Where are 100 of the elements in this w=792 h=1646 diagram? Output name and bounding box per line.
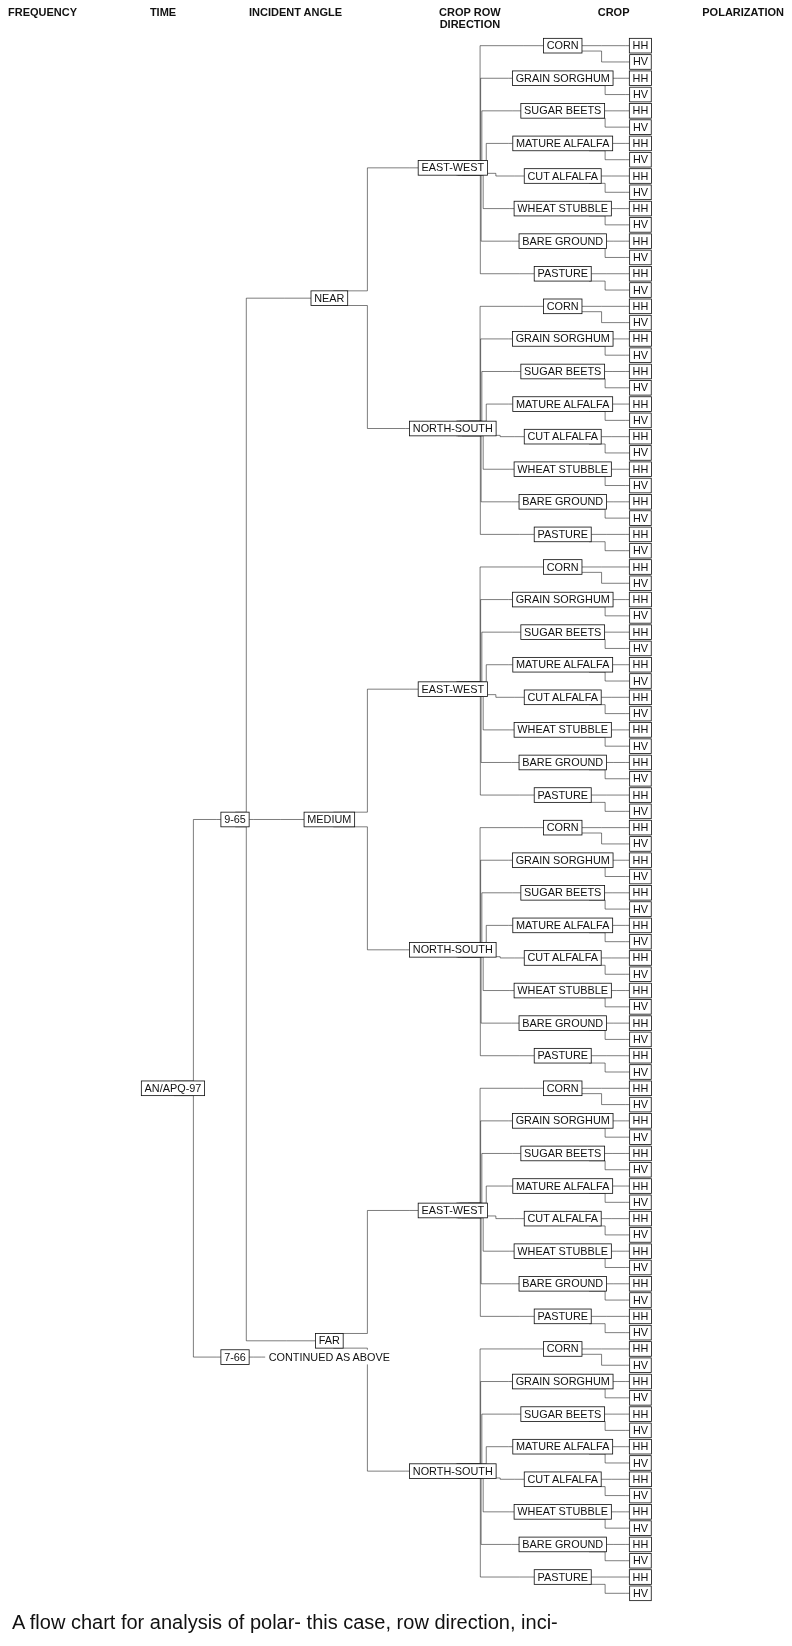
node-box: HV — [628, 380, 652, 396]
node-box: GRAIN SORGHUM — [511, 591, 613, 608]
column-heading: POLARIZATION — [702, 6, 784, 20]
node-box: HV — [628, 412, 652, 429]
node-box: HV — [628, 54, 652, 70]
node-box: HH — [628, 1471, 652, 1487]
node-box: SUGAR BEETS — [520, 885, 605, 901]
node-box: AN/APQ-97 — [140, 1080, 205, 1097]
connector — [603, 1413, 630, 1415]
connector — [590, 273, 630, 274]
connector — [610, 1511, 630, 1513]
connector — [612, 338, 630, 340]
node-box: HV — [628, 803, 652, 820]
node-box: HH — [628, 1015, 652, 1031]
connector — [612, 1381, 630, 1382]
node-box: PASTURE — [533, 266, 592, 282]
node-box: HV — [628, 1227, 652, 1243]
node-box: BARE GROUND — [518, 494, 607, 510]
node-box: HV — [628, 282, 652, 298]
node-box: CUT ALFALFA — [523, 1471, 602, 1487]
node-box: HV — [628, 640, 652, 657]
node-box: HH — [628, 1373, 652, 1390]
node-box: HV — [628, 575, 652, 591]
node-box: MATURE ALFALFA — [511, 1178, 613, 1194]
node-box: HH — [628, 689, 652, 706]
connector — [248, 1356, 266, 1358]
node-box: CORN — [542, 819, 582, 836]
node-box: PASTURE — [533, 1569, 592, 1585]
node-box: HV — [628, 1422, 652, 1439]
connector — [590, 1055, 630, 1056]
node-box: HV — [628, 1031, 652, 1048]
node-box: HV — [628, 1520, 652, 1536]
node-box: WHEAT STUBBLE — [513, 461, 612, 477]
connector — [581, 566, 630, 568]
node-box: GRAIN SORGHUM — [511, 852, 613, 868]
connector — [486, 1215, 525, 1219]
node-box: HH — [628, 1145, 652, 1162]
node-box: HV — [628, 86, 652, 103]
node-box: HV — [628, 445, 652, 461]
connector — [603, 892, 630, 894]
node-box: CUT ALFALFA — [523, 428, 602, 445]
node-box: PASTURE — [533, 1308, 592, 1325]
node-box: HH — [628, 1047, 652, 1064]
node-box: SUGAR BEETS — [520, 1406, 605, 1422]
node-box: HH — [628, 1243, 652, 1259]
connector — [610, 1250, 630, 1252]
node-box: HH — [628, 754, 652, 771]
node-box: HH — [628, 1308, 652, 1325]
connector — [612, 78, 630, 79]
connector — [581, 1354, 630, 1366]
connector — [600, 697, 630, 698]
node-box: WHEAT STUBBLE — [513, 722, 612, 738]
node-box: HH — [628, 950, 652, 966]
node-box: EAST-WEST — [417, 681, 488, 697]
node-box: HH — [628, 852, 652, 868]
node-box: HH — [628, 624, 652, 640]
node-box: HH — [628, 657, 652, 673]
connector — [581, 1088, 630, 1089]
node-box: HH — [628, 1406, 652, 1422]
node-box: HV — [628, 771, 652, 787]
connector — [581, 572, 630, 584]
node-box: CUT ALFALFA — [523, 950, 602, 966]
node-box: HV — [628, 966, 652, 982]
connector — [600, 436, 630, 437]
node-box: MATURE ALFALFA — [511, 1438, 613, 1455]
column-heading: TIME — [149, 6, 177, 20]
node-box: HH — [628, 298, 652, 315]
node-box: NORTH-SOUTH — [408, 420, 497, 437]
node-box: HH — [628, 591, 652, 608]
node-box: HH — [628, 168, 652, 184]
node-box: HH — [628, 135, 652, 152]
node-box: BARE GROUND — [518, 1276, 607, 1292]
node-box: HV — [628, 1096, 652, 1113]
connector — [603, 371, 630, 372]
connector — [610, 468, 630, 470]
node-box: WHEAT STUBBLE — [513, 1243, 612, 1259]
connector — [495, 956, 525, 959]
connector — [605, 501, 630, 503]
node-box: FAR — [314, 1333, 344, 1349]
node-box: HV — [628, 1357, 652, 1373]
node-box: HV — [628, 314, 652, 331]
connector — [590, 1576, 630, 1578]
node-box: NORTH-SOUTH — [408, 942, 497, 958]
node-box: CORN — [542, 37, 582, 54]
connector — [590, 534, 630, 535]
node-box: PASTURE — [533, 526, 592, 543]
connector — [603, 1153, 630, 1154]
node-box: HH — [628, 1113, 652, 1129]
node-box: HV — [628, 184, 652, 201]
connector — [590, 794, 630, 796]
node-box: 7-66 — [220, 1349, 250, 1365]
connector — [581, 1348, 630, 1350]
node-box: HV — [628, 1259, 652, 1276]
node-box: SUGAR BEETS — [520, 1145, 605, 1162]
node-box: HV — [628, 1390, 652, 1406]
node-box: HV — [628, 933, 652, 950]
node-box: HH — [628, 461, 652, 477]
node-box: HH — [628, 37, 652, 54]
node-box: WHEAT STUBBLE — [513, 982, 612, 999]
node-box: HH — [628, 1438, 652, 1455]
